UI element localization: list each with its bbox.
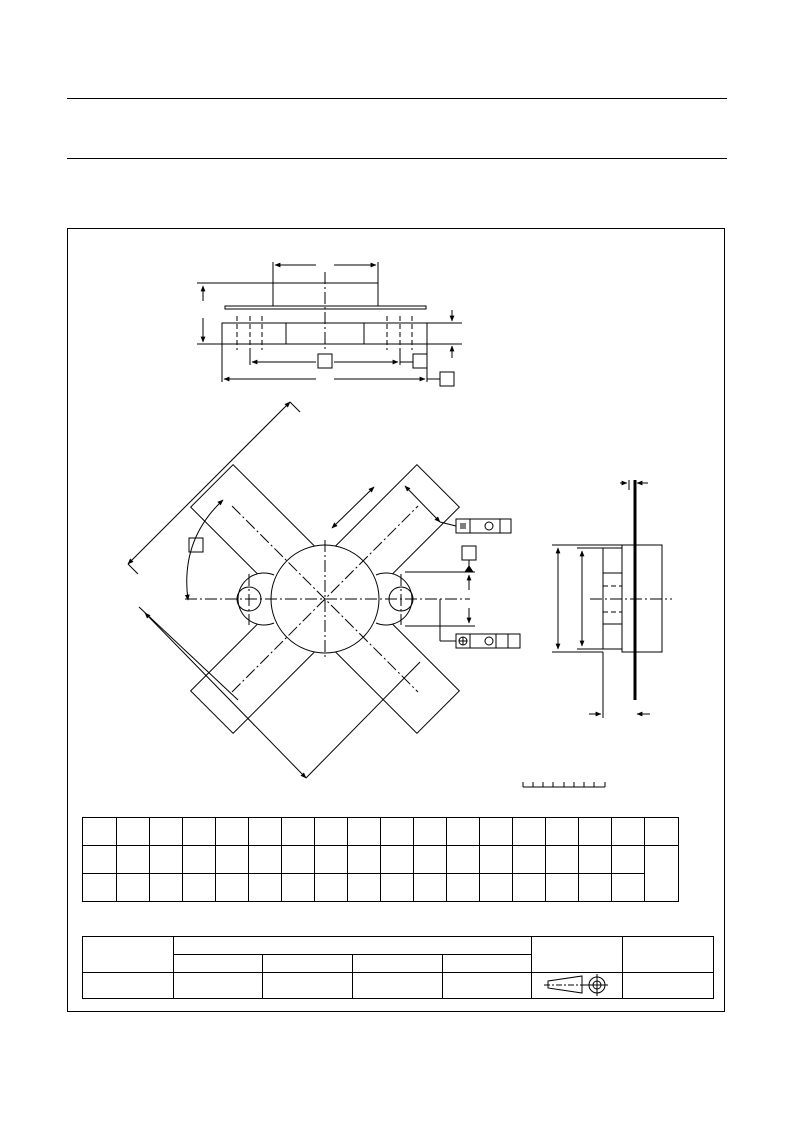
end-view bbox=[552, 480, 672, 718]
datum-box-2 bbox=[412, 353, 428, 369]
header-rule-top bbox=[67, 98, 727, 99]
datum-box-1 bbox=[317, 353, 333, 369]
references-header bbox=[173, 936, 532, 955]
side-view bbox=[197, 262, 462, 387]
table-row bbox=[82, 845, 679, 902]
position-icon bbox=[484, 521, 494, 531]
projection-header bbox=[531, 936, 623, 973]
table-row bbox=[82, 873, 679, 902]
table-row bbox=[82, 972, 714, 999]
side-view-hole-lines bbox=[236, 316, 413, 350]
table-cell-merged bbox=[644, 845, 679, 902]
scale-bar bbox=[522, 782, 606, 788]
header-rule-bottom bbox=[67, 158, 727, 159]
tolerance-frame-position bbox=[455, 633, 521, 649]
tolerance-frame-flatness bbox=[455, 518, 512, 534]
datum-box-3 bbox=[439, 371, 455, 387]
table-row bbox=[82, 936, 714, 973]
top-view-centerlines bbox=[185, 505, 470, 693]
drawing-frame bbox=[67, 228, 725, 1012]
table-row bbox=[82, 817, 679, 846]
issue-date-header bbox=[622, 936, 714, 973]
outline-table bbox=[82, 936, 714, 999]
datum-box-4 bbox=[188, 537, 204, 553]
datum-box-5 bbox=[461, 545, 477, 561]
top-view bbox=[127, 401, 521, 779]
dimension-table bbox=[82, 817, 679, 902]
outline-version-header bbox=[82, 936, 174, 973]
